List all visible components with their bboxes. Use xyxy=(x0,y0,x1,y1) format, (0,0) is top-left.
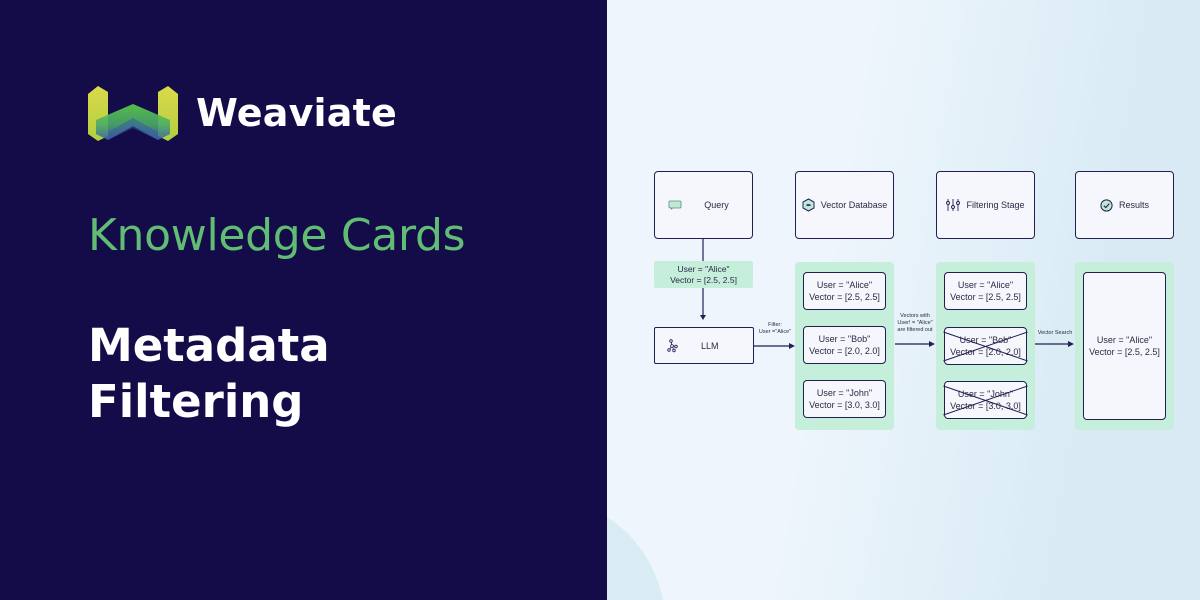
record-vector: Vector = [2.0, 2.0] xyxy=(809,346,880,356)
stage-query: Query xyxy=(654,171,753,239)
stage-filtering-label: Filtering Stage xyxy=(966,200,1025,210)
weaviate-logo: Weaviate xyxy=(86,84,397,142)
record-user: User = "Alice" xyxy=(816,280,873,290)
edge-label-line: Filter: xyxy=(768,322,782,328)
record-vector: Vector = [2.5, 2.5] xyxy=(1089,347,1160,357)
record-vector: Vector = [2.5, 2.5] xyxy=(950,292,1021,302)
record-user: User = "John" xyxy=(957,389,1014,399)
decorative-circle xyxy=(607,505,667,600)
edge-label-filter: Filter: User ="Alice" xyxy=(752,322,798,336)
record-vector: Vector = [3.0, 3.0] xyxy=(809,400,880,410)
record-user: User = "Alice" xyxy=(1096,335,1153,345)
db-record-alice: User = "Alice" Vector = [2.5, 2.5] xyxy=(803,272,886,310)
page-title-line2: Filtering xyxy=(88,375,304,428)
chat-bubble-icon xyxy=(668,200,682,210)
logo-wordmark: Weaviate xyxy=(196,91,397,135)
series-title: Knowledge Cards xyxy=(88,210,466,261)
record-user: User = "Alice" xyxy=(957,280,1014,290)
db-record-bob: User = "Bob" Vector = [2.0, 2.0] xyxy=(803,326,886,364)
llm-node: LLM xyxy=(654,327,754,364)
filtered-record-alice: User = "Alice" Vector = [2.5, 2.5] xyxy=(944,272,1027,310)
edge-label-filtered-out: Vectors with User! = "Alice" are filtere… xyxy=(893,313,937,334)
stage-query-label: Query xyxy=(704,200,729,210)
llm-label: LLM xyxy=(701,340,719,351)
stage-results-label: Results xyxy=(1118,200,1149,210)
page-title-line1: Metadata xyxy=(88,319,330,372)
check-circle-icon xyxy=(1100,198,1113,212)
page-title: Metadata Filtering xyxy=(88,318,330,430)
stage-vector-database: Vector Database xyxy=(795,171,894,239)
stage-vector-database-label: Vector Database xyxy=(820,200,888,210)
filtered-record-bob-excluded: User = "Bob" Vector = [2.0, 2.0] xyxy=(944,327,1027,365)
query-input-chip: User = "Alice" Vector = [2.5, 2.5] xyxy=(654,261,753,288)
sliders-icon xyxy=(946,199,961,211)
edge-label-line: Vectors with xyxy=(900,313,930,319)
record-vector: Vector = [2.0, 2.0] xyxy=(950,347,1021,357)
edge-label-line: are filtered out xyxy=(897,327,933,333)
edge-label-line: User ="Alice" xyxy=(758,329,792,335)
stage-filtering: Filtering Stage xyxy=(936,171,1035,239)
query-vector: Vector = [2.5, 2.5] xyxy=(670,274,737,285)
result-record-alice: User = "Alice" Vector = [2.5, 2.5] xyxy=(1083,272,1166,420)
hexagon-database-icon xyxy=(802,198,815,212)
edge-label-line: User! = "Alice" xyxy=(897,320,933,326)
weaviate-logo-icon xyxy=(88,86,178,141)
edge-label-line: Vector Search xyxy=(1037,330,1073,336)
network-nodes-icon xyxy=(667,338,679,353)
edge-label-vector-search: Vector Search xyxy=(1034,330,1076,337)
db-record-john: User = "John" Vector = [3.0, 3.0] xyxy=(803,380,886,418)
record-user: User = "Bob" xyxy=(959,335,1012,345)
record-vector: Vector = [3.0, 3.0] xyxy=(950,401,1021,411)
left-panel: Weaviate Knowledge Cards Metadata Filter… xyxy=(86,84,466,430)
query-user: User = "Alice" xyxy=(677,263,730,274)
filtered-record-john-excluded: User = "John" Vector = [3.0, 3.0] xyxy=(944,381,1027,419)
record-user: User = "John" xyxy=(816,388,873,398)
stage-results: Results xyxy=(1075,171,1174,239)
record-vector: Vector = [2.5, 2.5] xyxy=(809,292,880,302)
record-user: User = "Bob" xyxy=(818,334,871,344)
